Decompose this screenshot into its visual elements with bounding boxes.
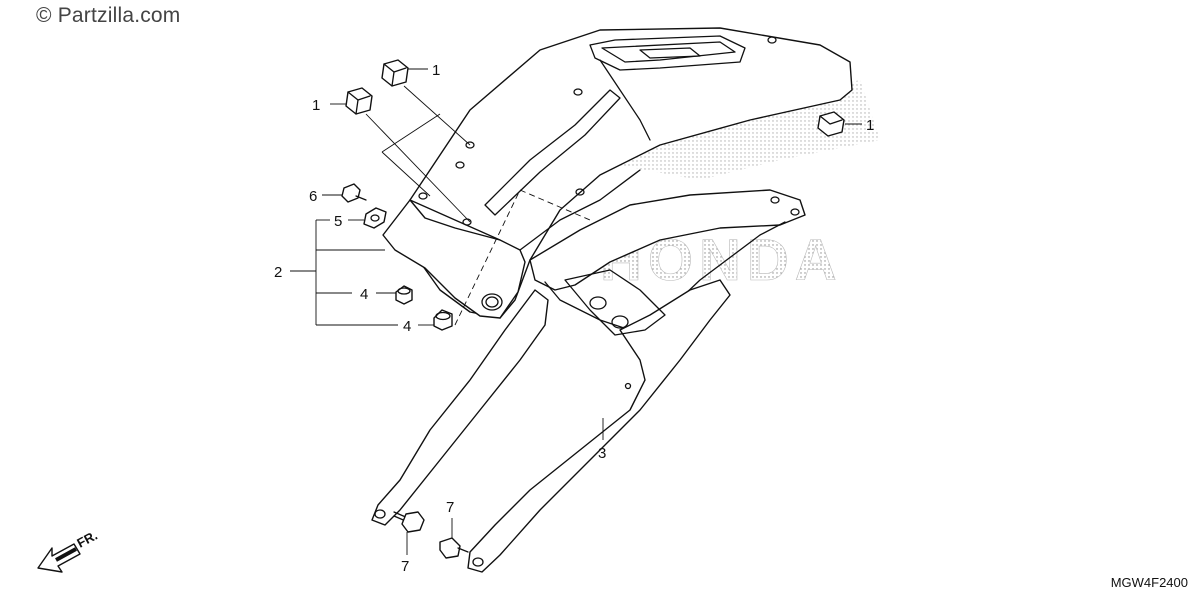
callout-6: 6 [309,188,317,205]
callout-4-upper: 4 [360,286,368,303]
callout-7-lower: 7 [401,558,409,575]
callout-4-lower: 4 [403,318,411,335]
clip-1-right [817,111,845,137]
nut-5 [363,207,387,229]
callout-1-right: 1 [866,117,874,134]
diagram-code: MGW4F2400 [1110,575,1188,590]
callout-5: 5 [334,213,342,230]
grommet-4-upper [395,285,413,305]
clip-1-top-center [381,59,409,87]
front-label: FR. [74,528,100,551]
bolt-7-left [393,511,425,533]
grommet-4-lower [433,309,453,331]
bolt-6 [341,183,367,203]
callout-1-left: 1 [312,97,320,114]
callout-3: 3 [598,445,606,462]
callouts: 1 1 1 6 5 2 4 4 3 7 7 [274,62,874,575]
bolt-7-right [439,537,469,559]
assembly-guide-lines [454,189,591,326]
partzilla-watermark: © Partzilla.com [36,4,181,27]
fender-stay [371,189,806,573]
clip-1-top-left [345,87,373,115]
callout-1-top: 1 [432,62,440,79]
callout-7-upper: 7 [446,499,454,516]
callout-2: 2 [274,264,282,281]
leader-lines [290,68,862,555]
rear-fender [382,27,853,319]
front-direction-indicator: FR. [37,528,100,573]
